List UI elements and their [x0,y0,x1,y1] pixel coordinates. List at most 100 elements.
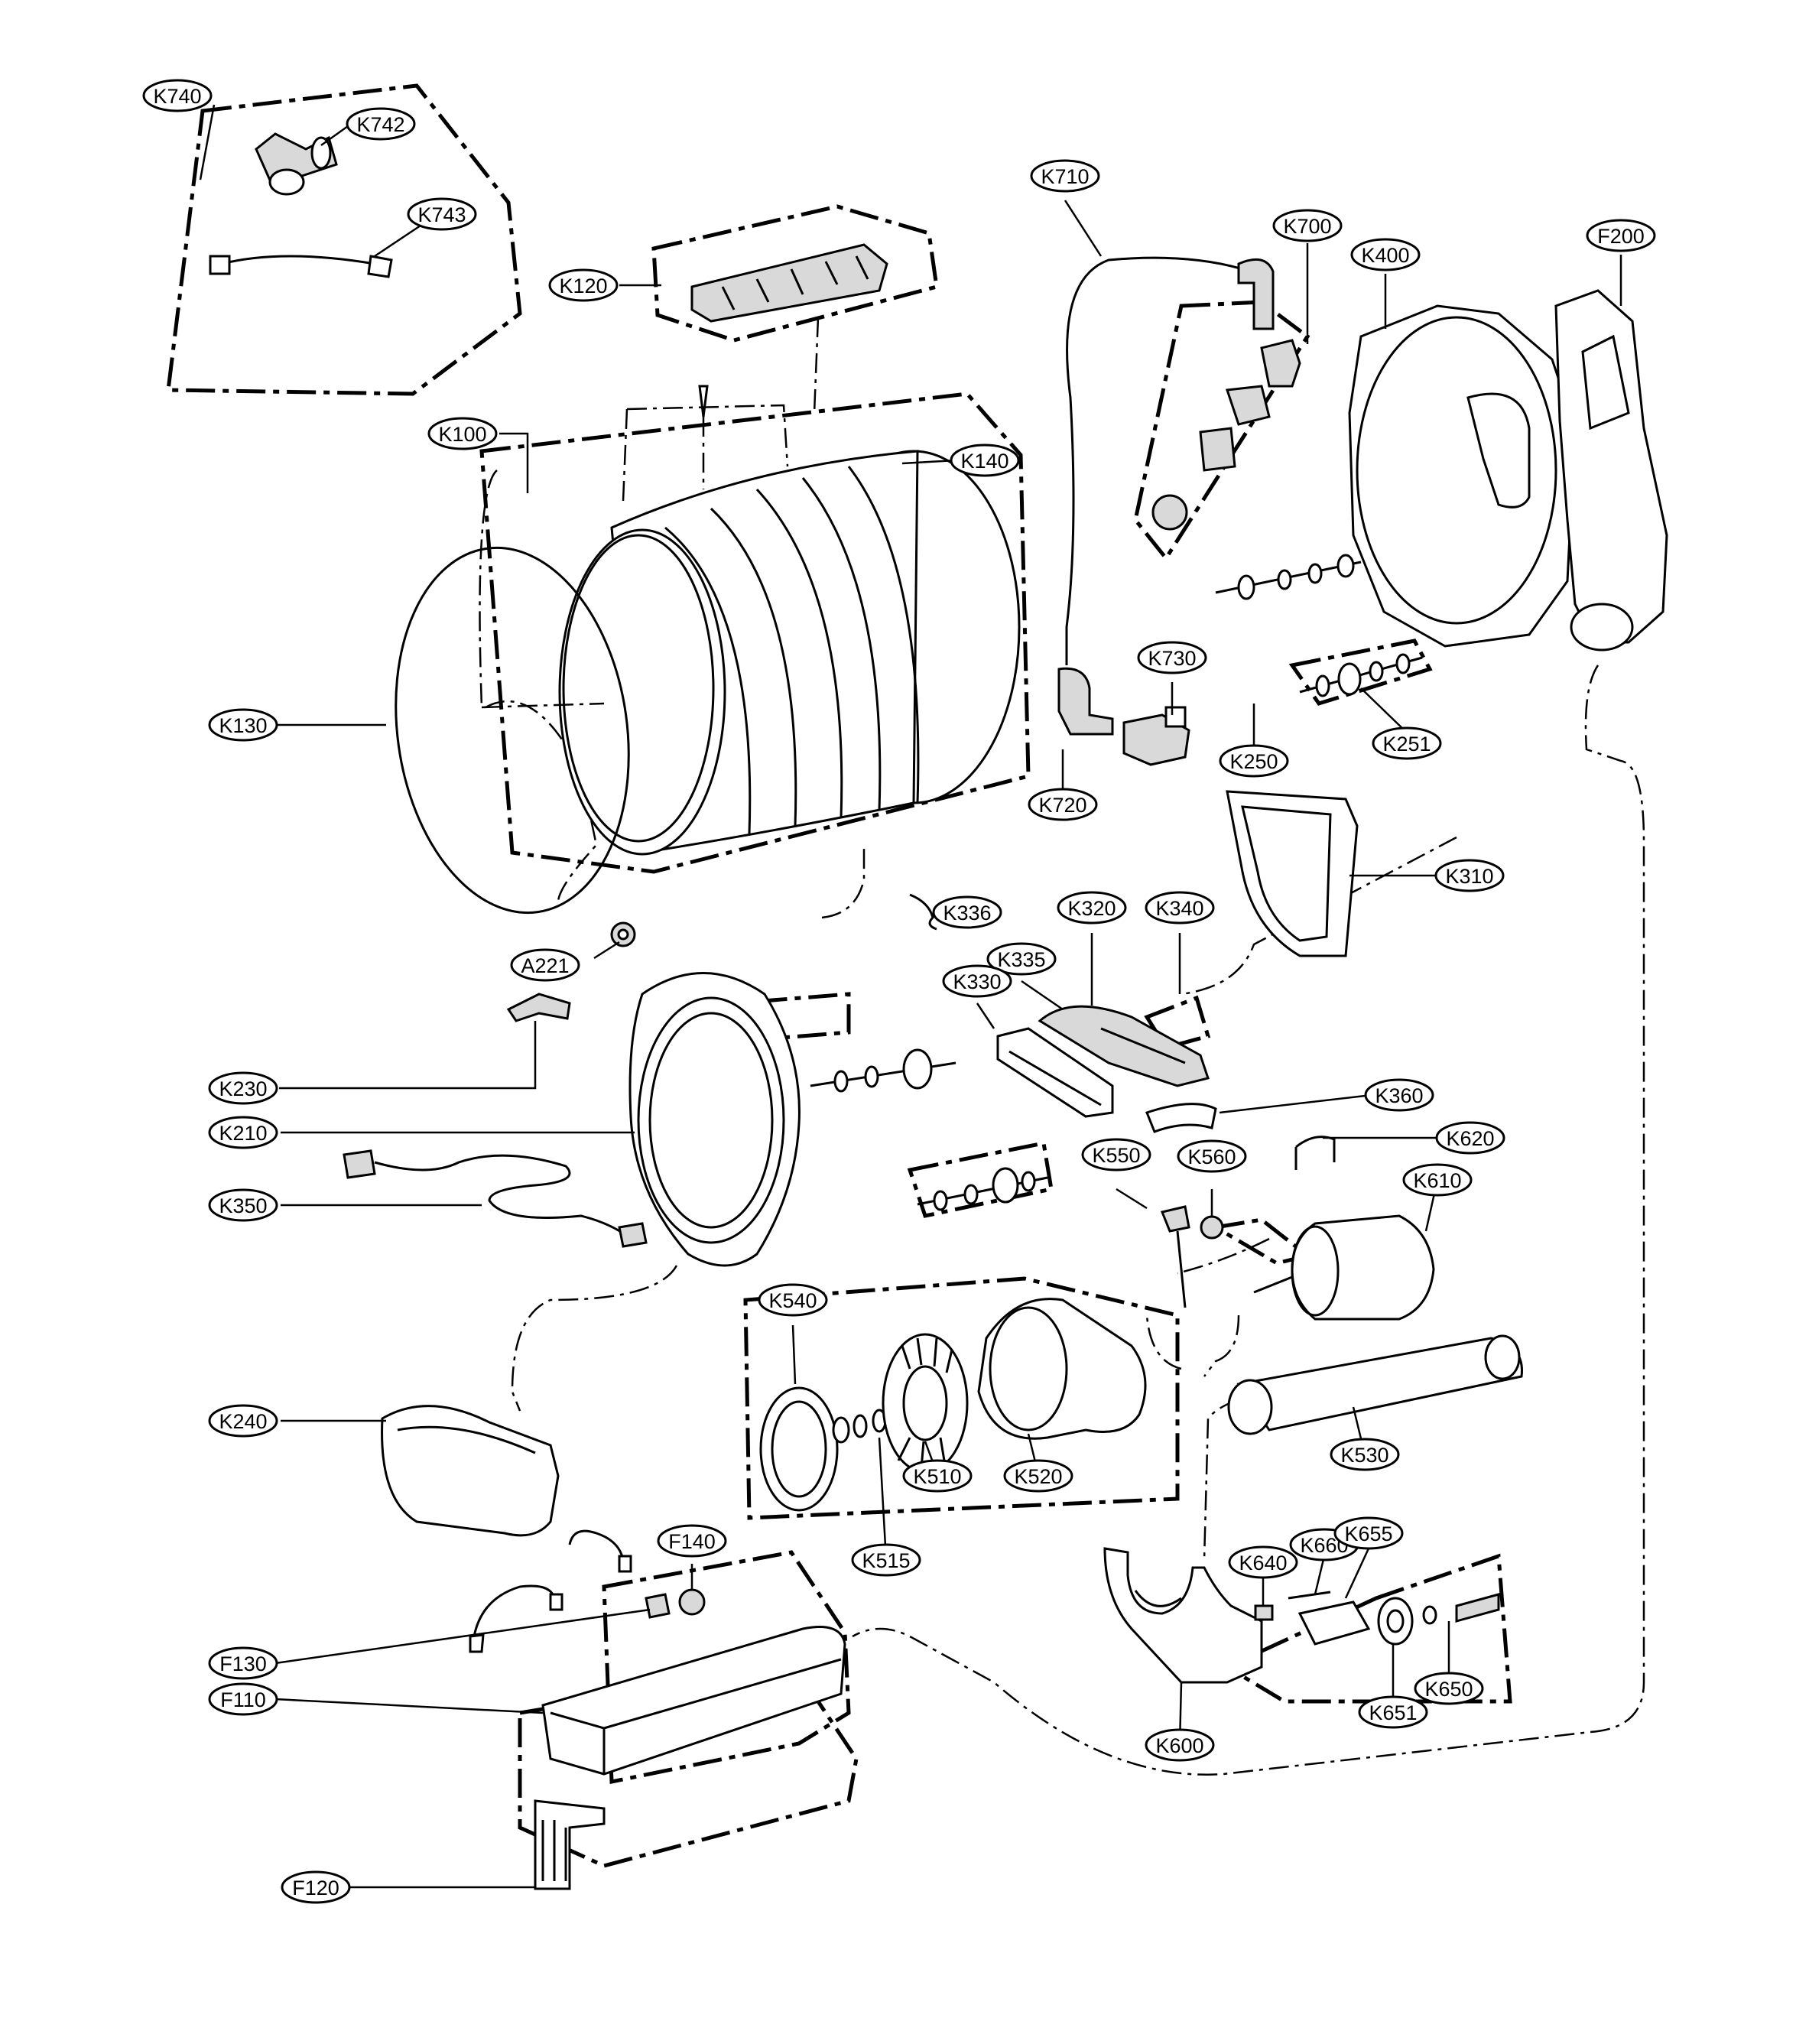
callout-k515: K515 [851,1543,921,1577]
callout-text: K655 [1344,1522,1392,1545]
callout-k730: K730 [1137,641,1207,674]
callout-k530: K530 [1330,1438,1400,1471]
callout-text: K710 [1041,165,1089,188]
callout-bubble [1333,1516,1404,1550]
callout-k230: K230 [208,1071,278,1105]
callout-bubble [510,948,580,982]
callout-text: K651 [1369,1701,1417,1724]
callout-k336: K336 [932,895,1002,929]
callout-bubble [346,107,416,141]
callout-k240: K240 [208,1404,278,1438]
idler-parts [1254,1591,1371,1646]
callout-text: K360 [1375,1084,1423,1107]
callout-bubble [208,1404,278,1438]
front-roller-parts-lower [917,1167,1048,1211]
callout-text: K310 [1445,865,1493,888]
callout-text: K743 [417,203,466,226]
callout-k720: K720 [1028,788,1098,821]
callout-k550: K550 [1081,1138,1151,1171]
callout-text: K330 [953,970,1001,993]
callout-bubble [1219,744,1289,778]
motor-clip-part [1294,1136,1336,1170]
drain-elbow-part [255,132,338,196]
fan-housing-part [977,1298,1147,1440]
callout-f110: F110 [208,1682,278,1716]
callout-bubble [942,964,1012,998]
callout-k740: K740 [142,79,213,112]
steam-nozzle-parts [1151,339,1301,531]
callout-k140: K140 [950,444,1020,477]
callout-k120: K120 [548,268,619,302]
callout-text: F140 [668,1530,716,1553]
callout-k651: K651 [1358,1695,1428,1729]
callout-k130: K130 [208,708,278,742]
callout-bubble [986,942,1057,976]
callout-text: K240 [219,1410,267,1433]
callout-text: K335 [997,948,1045,971]
callout-k560: K560 [1177,1139,1247,1173]
callout-k335: K335 [986,942,1057,976]
callout-k710: K710 [1030,159,1100,193]
callout-text: K336 [943,902,991,925]
callout-text: K340 [1155,897,1203,920]
drain-hose-part [209,255,393,278]
callout-text: A221 [521,954,569,977]
motor-mount-part [1103,1547,1263,1684]
callout-f200: F200 [1586,219,1656,252]
front-roller-parts [810,1048,956,1093]
lint-duct-part [381,1405,560,1537]
callout-bubble [1586,219,1656,252]
callout-k655: K655 [1333,1516,1404,1550]
callout-bubble [1330,1438,1400,1471]
callout-bubble [1145,1728,1215,1762]
callout-text: K515 [862,1549,910,1572]
callout-k320: K320 [1057,891,1127,925]
filter-guide-part [996,1027,1114,1118]
callout-bubble [407,197,477,231]
callout-k540: K540 [758,1283,828,1317]
callout-bubble [1358,1695,1428,1729]
callout-text: K620 [1446,1127,1494,1150]
callout-k360: K360 [1364,1078,1434,1112]
seal-part [1145,1103,1217,1133]
callout-text: K700 [1283,215,1331,238]
callout-bubble [548,268,619,302]
callout-text: K610 [1413,1169,1461,1192]
callout-bubble [902,1459,973,1493]
callout-bubble [208,1646,278,1680]
hose-elbow-top [1237,258,1275,330]
idler-shaft-part [1422,1593,1500,1625]
callout-k400: K400 [1350,238,1421,271]
thermistor-parts [1160,1205,1224,1308]
felt-seal-part [395,546,630,915]
callout-k100: K100 [427,417,498,450]
fan-gasket-part [759,1386,839,1512]
callout-text: K140 [960,450,1008,473]
callout-text: K600 [1155,1734,1203,1757]
callout-text: F130 [219,1652,267,1675]
callout-bubble [208,1071,278,1105]
screw-part [698,385,709,418]
callout-bubble [758,1283,828,1317]
roller-assembly-top [1299,653,1423,697]
callout-text: K560 [1187,1145,1236,1168]
filter-frame-part [1226,790,1359,957]
callout-bubble [1414,1672,1484,1705]
callout-text: K742 [356,113,404,136]
callout-bubble [932,895,1002,929]
callout-text: K210 [219,1122,267,1145]
callout-text: F110 [220,1688,266,1711]
callout-k210: K210 [208,1116,278,1149]
blower-fan-part [882,1333,969,1474]
callout-bubble [1402,1163,1473,1197]
callout-bubble [1057,891,1127,925]
heater-bracket-part [534,1799,606,1890]
callout-f130: F130 [208,1646,278,1680]
callout-bubble [208,1188,278,1222]
front-bulkhead-part [628,972,801,1267]
callout-text: K251 [1382,733,1431,756]
callout-f140: F140 [657,1524,727,1558]
drum-part [558,450,1021,856]
callout-bubble [657,1524,727,1558]
inlet-elbow-part [1057,667,1114,736]
